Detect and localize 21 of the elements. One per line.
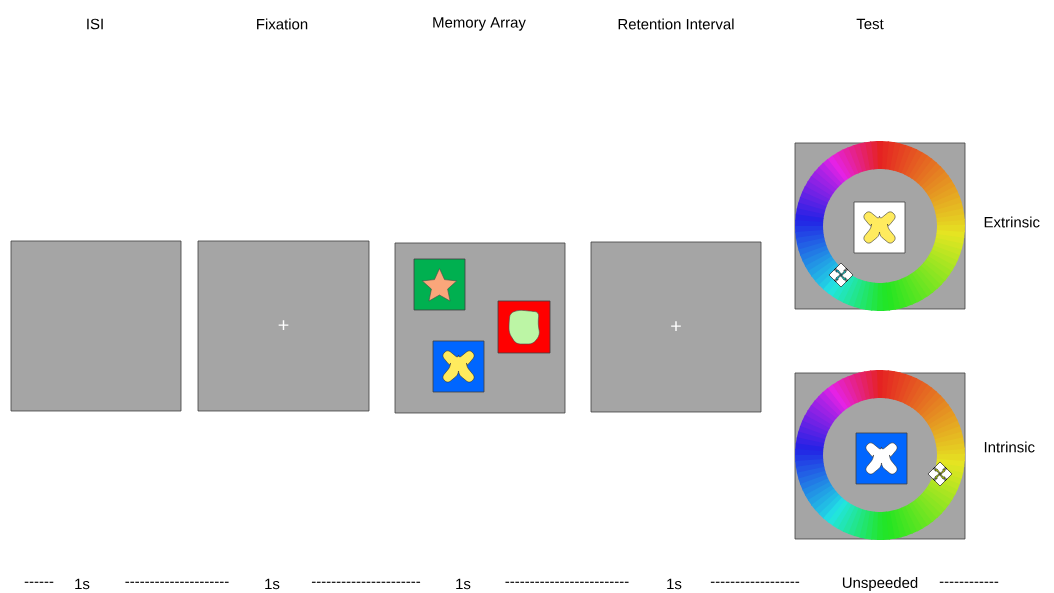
panel-title: Retention Interval xyxy=(618,18,734,30)
timeline-dashes: ------------------ xyxy=(710,581,800,583)
screen-panel: + xyxy=(590,241,762,413)
duration-label: 1s xyxy=(265,578,280,590)
timeline-dashes: --------------------- xyxy=(125,581,229,583)
timeline-dashes: ------ xyxy=(24,581,54,583)
screen-panel: + xyxy=(197,240,370,412)
duration-label: 1s xyxy=(75,578,90,590)
condition-label: Intrinsic xyxy=(984,441,1035,453)
panel-title: Memory Array xyxy=(433,17,526,31)
condition-label: Extrinsic xyxy=(984,216,1040,228)
panel-title: ISI xyxy=(87,18,103,30)
timeline-dashes: ------------ xyxy=(939,581,999,583)
timeline-dashes: ---------------------- xyxy=(311,581,421,583)
screen-panel xyxy=(10,240,182,412)
panel-title: Fixation xyxy=(257,18,308,30)
duration-label: 1s xyxy=(667,578,682,590)
duration-label: 1s xyxy=(456,578,471,590)
panel-title: Test xyxy=(856,18,884,30)
timeline-dashes: ------------------------- xyxy=(505,581,629,583)
duration-label: Unspeeded xyxy=(842,577,918,591)
